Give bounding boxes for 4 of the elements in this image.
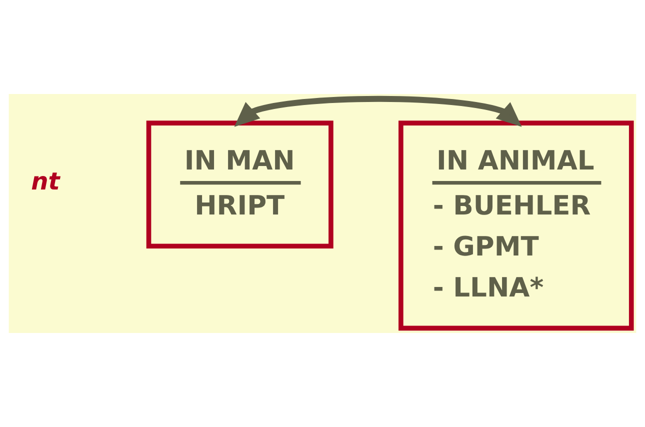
node-box: IN ANIMAL - BUEHLER - GPMT - LLNA* (398, 120, 634, 331)
node-box: IN MAN HRIPT (146, 120, 334, 249)
label: nt (31, 167, 60, 196)
arrow (234, 96, 522, 127)
